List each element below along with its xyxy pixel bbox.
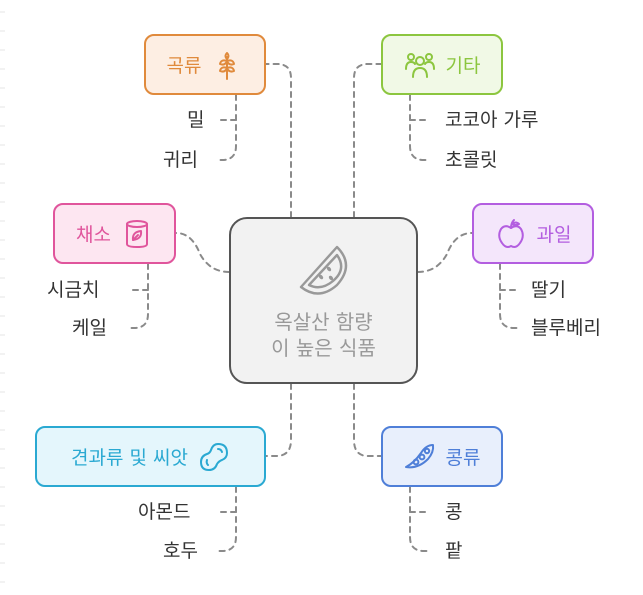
category-label-vegetables: 채소 [76,224,111,246]
category-node-nuts[interactable]: 견과류 및 씨앗 [35,426,266,487]
category-node-grains[interactable]: 곡류 [144,34,266,95]
category-node-fruits[interactable]: 과일 [472,203,594,264]
center-title-line1: 옥살산 함량 [274,309,373,334]
connector-fruits-items [499,263,521,329]
leaf-fruits-1: 딸기 [531,279,566,301]
leaf-legumes-1: 콩 [445,501,463,523]
leaf-other-2: 초콜릿 [445,149,498,171]
category-node-legumes[interactable]: 콩류 [381,426,503,487]
leaf-legumes-2: 팥 [445,540,463,562]
connector-vegetables-items [127,263,149,329]
peanut-icon [199,442,228,471]
category-label-grains: 곡류 [166,55,202,77]
center-node: 옥살산 함량 이 높은 식품 [229,217,418,384]
connector-center-legumes [353,383,382,457]
connector-center-fruits [417,232,473,273]
leaf-other-1: 코코아 가루 [445,109,539,131]
watermelon-slice-icon [299,245,347,295]
wheat-icon [219,51,236,80]
connector-grains-items [215,94,237,161]
connector-center-other [353,63,382,218]
center-title-line2: 이 높은 식품 [271,335,376,360]
category-label-legumes: 콩류 [445,447,481,469]
leaf-vegetables-1: 시금치 [47,279,100,301]
connector-other-items [409,94,431,161]
leaf-nuts-1: 아몬드 [138,501,191,523]
category-node-other[interactable]: 기타 [381,34,503,95]
leaf-grains-2: 귀리 [163,149,198,171]
pea-pod-icon [404,443,434,468]
category-node-vegetables[interactable]: 채소 [53,203,176,264]
left-edge-ticks [0,11,5,583]
category-label-fruits: 과일 [536,224,572,246]
can-icon [125,219,148,248]
category-label-other: 기타 [445,55,481,77]
center-title: 옥살산 함량 이 높은 식품 [271,309,376,361]
apple-icon [497,218,524,248]
leaf-grains-1: 밀 [187,109,205,131]
connector-center-vegetables [175,232,230,273]
connector-nuts-items [215,486,237,552]
category-label-nuts: 견과류 및 씨앗 [71,447,188,469]
connector-center-nuts [265,383,292,457]
leaf-vegetables-2: 케일 [72,317,107,339]
connector-legumes-items [409,486,431,552]
leaf-fruits-2: 블루베리 [531,317,601,339]
connector-center-grains [265,63,292,218]
leaf-nuts-2: 호두 [163,540,198,562]
people-group-icon [404,52,435,78]
